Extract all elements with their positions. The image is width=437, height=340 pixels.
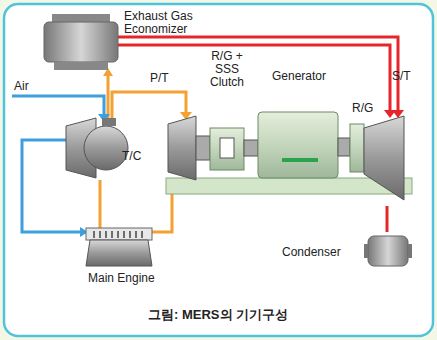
component-label: Main Engine	[88, 272, 155, 285]
component-label: T/C	[122, 150, 141, 163]
generator	[258, 112, 350, 178]
component-label: P/T	[150, 72, 169, 85]
exhaust-gas-economizer	[44, 14, 118, 70]
condenser	[364, 236, 412, 266]
reduction-gear-clutch	[210, 128, 258, 170]
inlet-label: Air	[14, 80, 29, 93]
component-label: Generator	[272, 70, 326, 83]
component-label: S/T	[392, 70, 411, 83]
component-label: R/G + SSS Clutch	[210, 50, 244, 89]
figure-caption: 그림: MERS의 기기구성	[148, 306, 288, 324]
component-label: Condenser	[282, 246, 341, 259]
component-label: Exhaust Gas Economizer	[124, 10, 214, 36]
turbocharger	[66, 118, 128, 178]
steam-turbine	[350, 116, 404, 200]
main-engine	[86, 228, 152, 266]
power-turbine	[168, 116, 210, 180]
pipes	[12, 37, 398, 232]
component-label: R/G	[352, 102, 373, 115]
frame	[4, 4, 433, 336]
